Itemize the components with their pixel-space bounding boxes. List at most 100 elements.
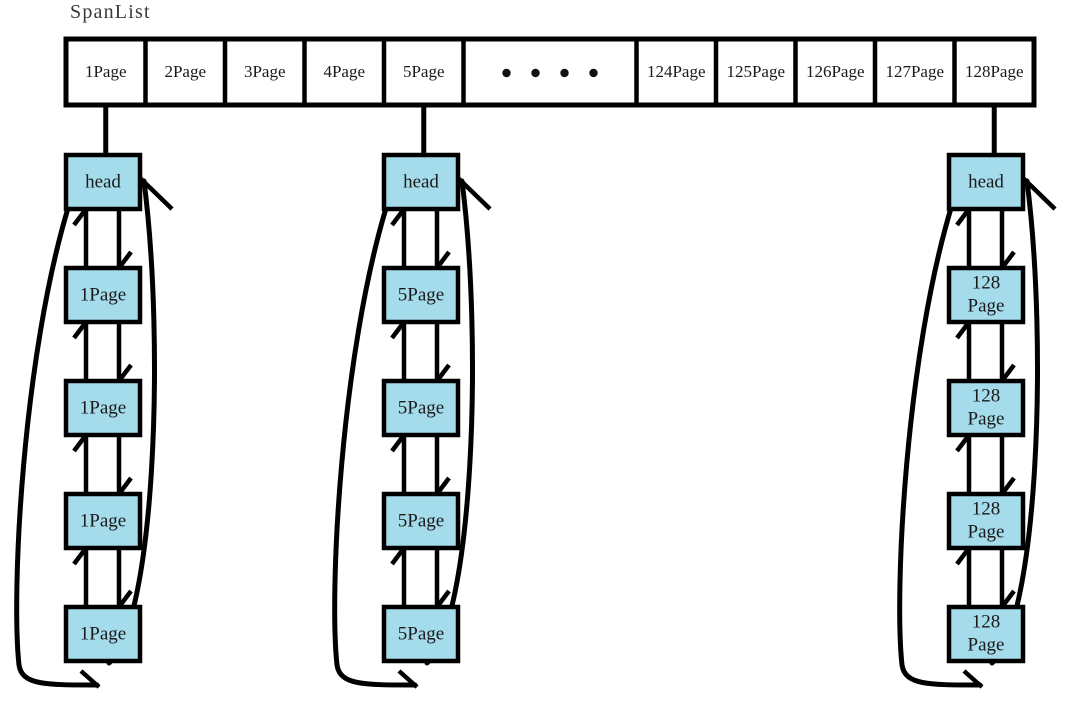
node-box[interactable] (63, 604, 143, 664)
next-pointer-arrowhead (435, 476, 451, 496)
ellipsis-dot (560, 68, 569, 78)
node-box[interactable] (63, 491, 143, 551)
chain-node[interactable]: 1Page (63, 265, 143, 325)
bucket-cell-2page[interactable]: 2Page (146, 39, 226, 105)
bucket-cell-127page[interactable]: 127Page (875, 39, 955, 105)
chain-node[interactable]: 5Page (381, 378, 461, 438)
bucket-cell-4page[interactable]: 4Page (305, 39, 385, 105)
bucket-cell-124page[interactable]: 124Page (637, 39, 717, 105)
node-label: 1Page (80, 510, 126, 531)
chain-node[interactable]: 128Page (946, 491, 1026, 551)
node-box[interactable] (946, 604, 1026, 664)
chain-node[interactable]: 1Page (63, 604, 143, 664)
bucket-cell-label: 5Page (403, 62, 445, 81)
next-pointer-arrowhead (1000, 363, 1016, 383)
next-pointer-arrowhead (117, 363, 133, 383)
node-label-line: 128 (972, 385, 1001, 406)
head-to-tail-wrap-curve (897, 202, 983, 688)
chain-head-node[interactable]: head (381, 152, 461, 212)
node-box[interactable] (381, 265, 461, 325)
head-to-tail-arrowhead (962, 669, 984, 689)
node-box[interactable] (381, 604, 461, 664)
bucket-cell-ellipsis[interactable] (464, 39, 637, 105)
tail-to-head-arrowhead (456, 176, 492, 211)
chain-node[interactable]: 5Page (381, 604, 461, 664)
node-label-line: Page (968, 295, 1005, 316)
bucket-cell-128page[interactable]: 128Page (955, 39, 1035, 105)
node-label-line: Page (968, 408, 1005, 429)
next-pointer-arrowhead (117, 589, 133, 609)
prev-pointer-arrowhead (955, 320, 971, 340)
bucket-cell-label: 126Page (806, 62, 865, 81)
diagram-title: SpanList (70, 1, 151, 23)
node-label: 1Page (80, 397, 126, 418)
bucket-cell-3page[interactable]: 3Page (225, 39, 305, 105)
chain-node[interactable]: 5Page (381, 491, 461, 551)
head-node-box[interactable] (381, 152, 461, 212)
node-box[interactable] (63, 378, 143, 438)
bucket-cell-label: 128Page (965, 62, 1024, 81)
next-pointer-arrowhead (1000, 476, 1016, 496)
next-pointer-arrowhead (435, 363, 451, 383)
node-label: 5Page (398, 397, 444, 418)
bucket-cell-hit[interactable] (464, 39, 637, 105)
head-to-tail-wrap-curve (14, 202, 100, 688)
head-to-tail-wrap-curve (332, 202, 418, 688)
bucket-cell-5page[interactable]: 5Page (384, 39, 464, 105)
chain-head-node[interactable]: head (946, 152, 1026, 212)
head-node-box[interactable] (946, 152, 1026, 212)
chain-node[interactable]: 1Page (63, 491, 143, 551)
node-box[interactable] (63, 265, 143, 325)
node-label: 1Page (80, 623, 126, 644)
bucket-cell-label: 2Page (164, 62, 206, 81)
node-label: 1Page (80, 284, 126, 305)
node-label: 5Page (398, 510, 444, 531)
bucket-cell-label: 125Page (726, 62, 785, 81)
chain-node[interactable]: 128Page (946, 604, 1026, 664)
prev-pointer-arrowhead (390, 546, 406, 566)
node-label-line: Page (968, 634, 1005, 655)
head-node-box[interactable] (63, 152, 143, 212)
prev-pointer-arrowhead (72, 207, 88, 227)
bucket-cell-126page[interactable]: 126Page (796, 39, 876, 105)
ellipsis-dot (531, 68, 540, 78)
node-label-line: 128 (972, 498, 1001, 519)
prev-pointer-arrowhead (955, 546, 971, 566)
node-box[interactable] (381, 491, 461, 551)
chain-node[interactable]: 128Page (946, 265, 1026, 325)
next-pointer-arrowhead (1000, 250, 1016, 270)
bucket-cell-1page[interactable]: 1Page (66, 39, 146, 105)
next-pointer-arrowhead (435, 589, 451, 609)
bucket-cell-label: 3Page (244, 62, 286, 81)
prev-pointer-arrowhead (955, 433, 971, 453)
node-box[interactable] (946, 265, 1026, 325)
prev-pointer-arrowhead (72, 320, 88, 340)
bucket-array-frame (63, 36, 1037, 108)
head-node-label: head (403, 171, 439, 192)
ellipsis-dot (502, 68, 511, 78)
bucket-cell-label: 1Page (85, 62, 127, 81)
bucket-cell-125page[interactable]: 125Page (716, 39, 796, 105)
head-to-tail-arrowhead (79, 669, 101, 689)
chain-node[interactable]: 5Page (381, 265, 461, 325)
prev-pointer-arrowhead (72, 433, 88, 453)
next-pointer-arrowhead (117, 476, 133, 496)
ellipsis-dot (589, 68, 598, 78)
node-box[interactable] (946, 491, 1026, 551)
node-label: 5Page (398, 623, 444, 644)
prev-pointer-arrowhead (390, 433, 406, 453)
prev-pointer-arrowhead (390, 320, 406, 340)
bucket-cell-label: 4Page (323, 62, 365, 81)
chain-head-node[interactable]: head (63, 152, 143, 212)
node-label-line: Page (968, 521, 1005, 542)
tail-to-head-arrowhead (1021, 176, 1057, 211)
node-box[interactable] (381, 378, 461, 438)
next-pointer-arrowhead (435, 250, 451, 270)
chain-node[interactable]: 128Page (946, 378, 1026, 438)
spanlist-bucket-array: 1Page 2Page 3Page 4Page 5Page 124Page 125Page 1… (63, 36, 1037, 108)
node-box[interactable] (946, 378, 1026, 438)
node-label-line: 128 (972, 272, 1001, 293)
chain-node[interactable]: 1Page (63, 378, 143, 438)
